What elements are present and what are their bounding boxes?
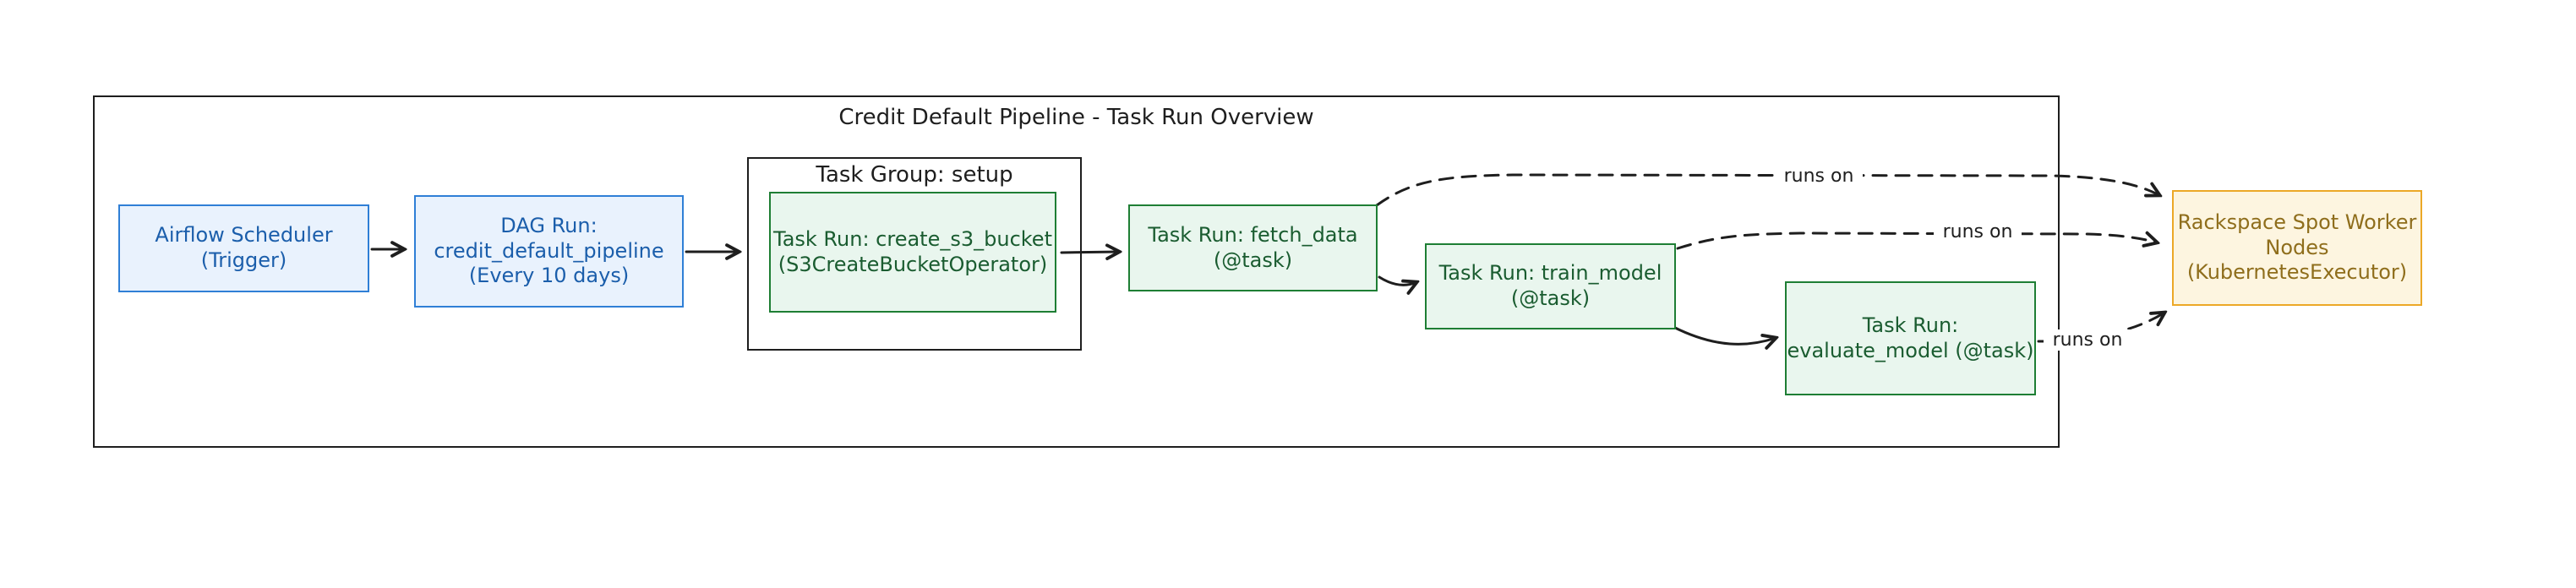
task-group-label: Task Group: setup [816, 162, 1013, 188]
train-model-node: Task Run: train_model (@task) [1425, 243, 1676, 329]
worker-nodes-node: Rackspace Spot Worker Nodes (KubernetesE… [2172, 190, 2422, 306]
dag-run-node: DAG Run: credit_default_pipeline (Every … [414, 195, 684, 308]
pipeline-container-box [93, 95, 2060, 448]
runs-on-label-evaluate: runs on [2044, 329, 2131, 351]
fetch-data-node: Task Run: fetch_data (@task) [1128, 204, 1378, 291]
runs-on-label-train: runs on [1934, 221, 2022, 242]
task-group-box [747, 157, 1082, 351]
evaluate-model-node: Task Run: evaluate_model (@task) [1785, 281, 2036, 395]
create-s3-bucket-node: Task Run: create_s3_bucket (S3CreateBuck… [769, 192, 1056, 313]
diagram-title: Credit Default Pipeline - Task Run Overv… [838, 105, 1314, 130]
runs-on-label-fetch: runs on [1775, 166, 1863, 187]
scheduler-node: Airflow Scheduler (Trigger) [118, 204, 369, 292]
